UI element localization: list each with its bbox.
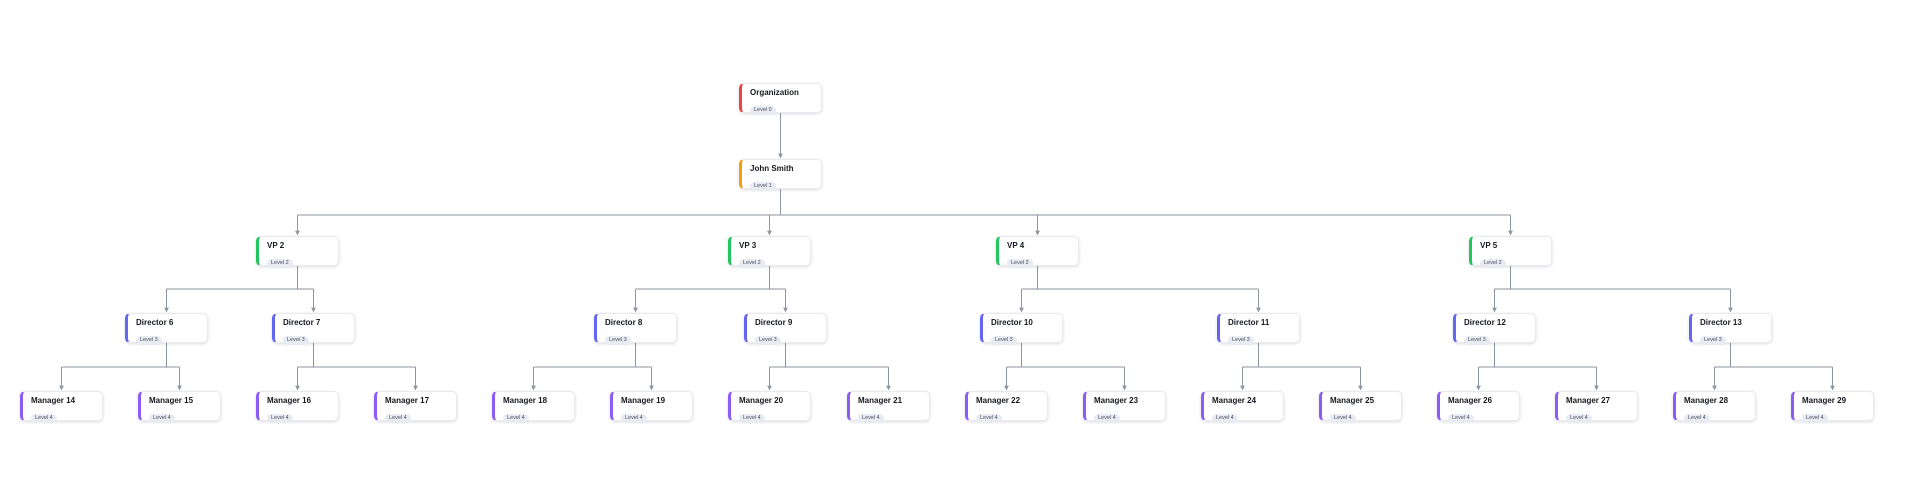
node-title: Director 10 (991, 318, 1033, 327)
level-badge: Level 1 (750, 182, 776, 191)
node-title: Manager 17 (385, 396, 430, 405)
level-badge: Level 4 (976, 414, 1002, 423)
level-badge: Level 4 (1212, 414, 1238, 423)
level-badge: Level 4 (858, 414, 884, 423)
node-title: VP 3 (739, 241, 757, 250)
org-node-manager-24[interactable]: Manager 24 Level 4 (1201, 391, 1284, 423)
node-title: Manager 27 (1566, 396, 1611, 405)
level-badge: Level 4 (1566, 414, 1592, 423)
org-node-manager-17[interactable]: Manager 17 Level 4 (374, 391, 457, 423)
level-badge: Level 4 (1094, 414, 1120, 423)
org-node-manager-20[interactable]: Manager 20 Level 4 (728, 391, 811, 423)
node-title: VP 5 (1480, 241, 1498, 250)
level-badge: Level 3 (605, 336, 631, 345)
node-title: Manager 29 (1802, 396, 1847, 405)
org-node-manager-26[interactable]: Manager 26 Level 4 (1437, 391, 1520, 423)
node-title: Manager 23 (1094, 396, 1139, 405)
node-title: Director 13 (1700, 318, 1742, 327)
org-node-director-10[interactable]: Director 10 Level 3 (980, 313, 1063, 345)
level-badge: Level 4 (1448, 414, 1474, 423)
level-badge: Level 4 (621, 414, 647, 423)
node-title: Organization (750, 88, 799, 97)
node-title: Manager 22 (976, 396, 1021, 405)
node-title: Director 12 (1464, 318, 1506, 327)
node-title: Director 11 (1228, 318, 1270, 327)
node-title: VP 2 (267, 241, 285, 250)
org-node-director-7[interactable]: Director 7 Level 3 (272, 313, 355, 345)
org-node-manager-15[interactable]: Manager 15 Level 4 (138, 391, 221, 423)
node-title: Manager 16 (267, 396, 312, 405)
org-node-vp-4[interactable]: VP 4 Level 2 (996, 236, 1079, 268)
node-title: Manager 14 (31, 396, 76, 405)
org-node-manager-14[interactable]: Manager 14 Level 4 (20, 391, 103, 423)
level-badge: Level 4 (31, 414, 57, 423)
org-node-manager-23[interactable]: Manager 23 Level 4 (1083, 391, 1166, 423)
node-title: Manager 21 (858, 396, 903, 405)
node-title: Director 9 (755, 318, 793, 327)
org-node-director-13[interactable]: Director 13 Level 3 (1689, 313, 1772, 345)
org-node-vp-3[interactable]: VP 3 Level 2 (728, 236, 811, 268)
org-node-manager-19[interactable]: Manager 19 Level 4 (610, 391, 693, 423)
level-badge: Level 4 (503, 414, 529, 423)
node-title: VP 4 (1007, 241, 1025, 250)
level-badge: Level 2 (1480, 259, 1506, 268)
org-node-manager-18[interactable]: Manager 18 Level 4 (492, 391, 575, 423)
org-node-organization[interactable]: Organization Level 0 (739, 83, 822, 115)
level-badge: Level 3 (283, 336, 309, 345)
node-title: Manager 26 (1448, 396, 1493, 405)
org-node-manager-28[interactable]: Manager 28 Level 4 (1673, 391, 1756, 423)
level-badge: Level 3 (1700, 336, 1726, 345)
org-node-director-12[interactable]: Director 12 Level 3 (1453, 313, 1536, 345)
level-badge: Level 3 (136, 336, 162, 345)
org-node-manager-29[interactable]: Manager 29 Level 4 (1791, 391, 1874, 423)
node-title: Manager 15 (149, 396, 194, 405)
node-title: Manager 20 (739, 396, 784, 405)
org-node-manager-25[interactable]: Manager 25 Level 4 (1319, 391, 1402, 423)
node-title: John Smith (750, 164, 794, 173)
node-title: Manager 19 (621, 396, 666, 405)
level-badge: Level 3 (1464, 336, 1490, 345)
node-title: Manager 25 (1330, 396, 1375, 405)
level-badge: Level 4 (739, 414, 765, 423)
level-badge: Level 3 (991, 336, 1017, 345)
level-badge: Level 2 (739, 259, 765, 268)
org-node-director-9[interactable]: Director 9 Level 3 (744, 313, 827, 345)
org-node-manager-22[interactable]: Manager 22 Level 4 (965, 391, 1048, 423)
level-badge: Level 4 (1330, 414, 1356, 423)
org-node-john-smith[interactable]: John Smith Level 1 (739, 159, 822, 191)
org-node-director-6[interactable]: Director 6 Level 3 (125, 313, 208, 345)
level-badge: Level 4 (267, 414, 293, 423)
org-node-vp-2[interactable]: VP 2 Level 2 (256, 236, 339, 268)
level-badge: Level 3 (755, 336, 781, 345)
org-node-manager-16[interactable]: Manager 16 Level 4 (256, 391, 339, 423)
level-badge: Level 4 (385, 414, 411, 423)
org-node-director-8[interactable]: Director 8 Level 3 (594, 313, 677, 345)
level-badge: Level 4 (1684, 414, 1710, 423)
node-title: Director 8 (605, 318, 643, 327)
org-node-director-11[interactable]: Director 11 Level 3 (1217, 313, 1300, 345)
node-title: Director 7 (283, 318, 321, 327)
level-badge: Level 4 (1802, 414, 1828, 423)
org-node-vp-5[interactable]: VP 5 Level 2 (1469, 236, 1552, 268)
level-badge: Level 0 (750, 106, 776, 115)
node-title: Director 6 (136, 318, 174, 327)
org-node-manager-21[interactable]: Manager 21 Level 4 (847, 391, 930, 423)
level-badge: Level 2 (267, 259, 293, 268)
level-badge: Level 3 (1228, 336, 1254, 345)
level-badge: Level 2 (1007, 259, 1033, 268)
node-title: Manager 18 (503, 396, 548, 405)
level-badge: Level 4 (149, 414, 175, 423)
connector-arrowheads (59, 153, 1835, 391)
org-node-manager-27[interactable]: Manager 27 Level 4 (1555, 391, 1638, 423)
node-title: Manager 24 (1212, 396, 1257, 405)
node-title: Manager 28 (1684, 396, 1729, 405)
